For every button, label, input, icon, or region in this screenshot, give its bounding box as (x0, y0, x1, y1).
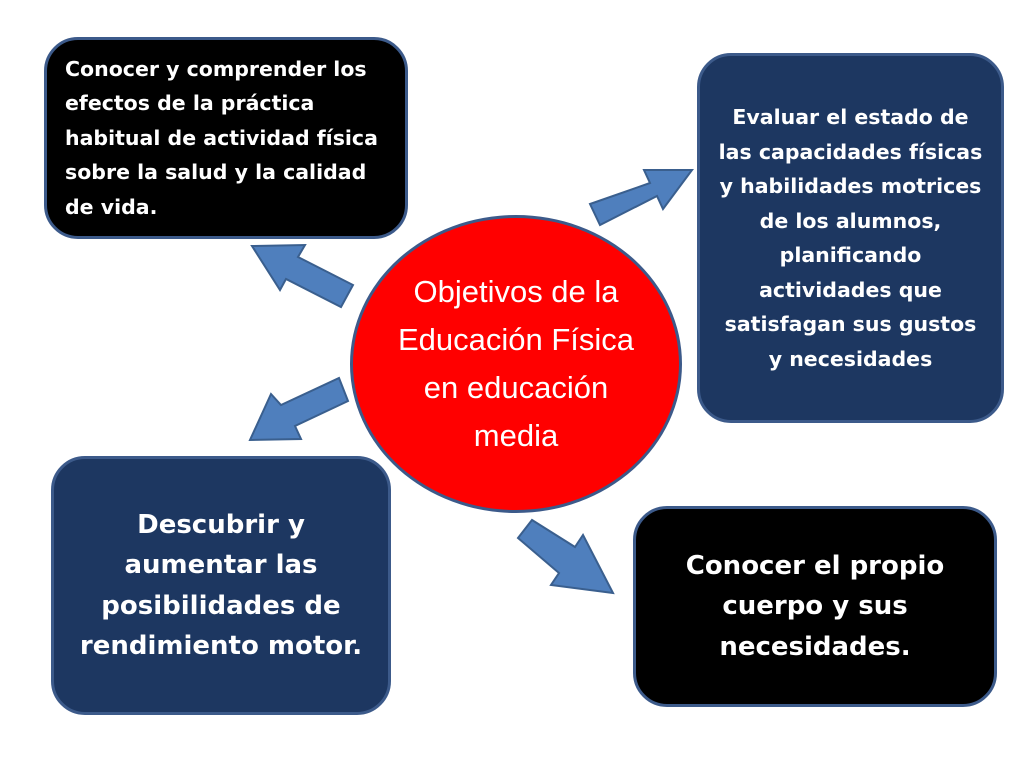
objective-box-know-body: Conocer el propio cuerpo y sus necesidad… (633, 506, 997, 707)
arrow-up-left-icon (250, 243, 355, 309)
objective-box-evaluate-capacities: Evaluar el estado de las capacidades fís… (697, 53, 1004, 423)
arrow-down-left-icon (248, 376, 350, 442)
objective-text-motor-performance: Descubrir y aumentar las posibilidades d… (79, 509, 363, 662)
central-topic-circle: Objetivos de la Educación Física en educ… (350, 215, 682, 513)
objective-text-evaluate-capacities: Evaluar el estado de las capacidades fís… (718, 105, 983, 371)
objective-box-motor-performance: Descubrir y aumentar las posibilidades d… (51, 456, 391, 715)
central-topic-text: Objetivos de la Educación Física en educ… (397, 274, 635, 453)
arrow-down-right-icon (516, 518, 615, 595)
objective-text-know-body: Conocer el propio cuerpo y sus necesidad… (685, 550, 945, 662)
objective-text-health-effects: Conocer y comprender los efectos de la p… (65, 56, 378, 219)
objective-box-health-effects: Conocer y comprender los efectos de la p… (44, 37, 408, 239)
arrow-up-right-icon (588, 169, 694, 227)
